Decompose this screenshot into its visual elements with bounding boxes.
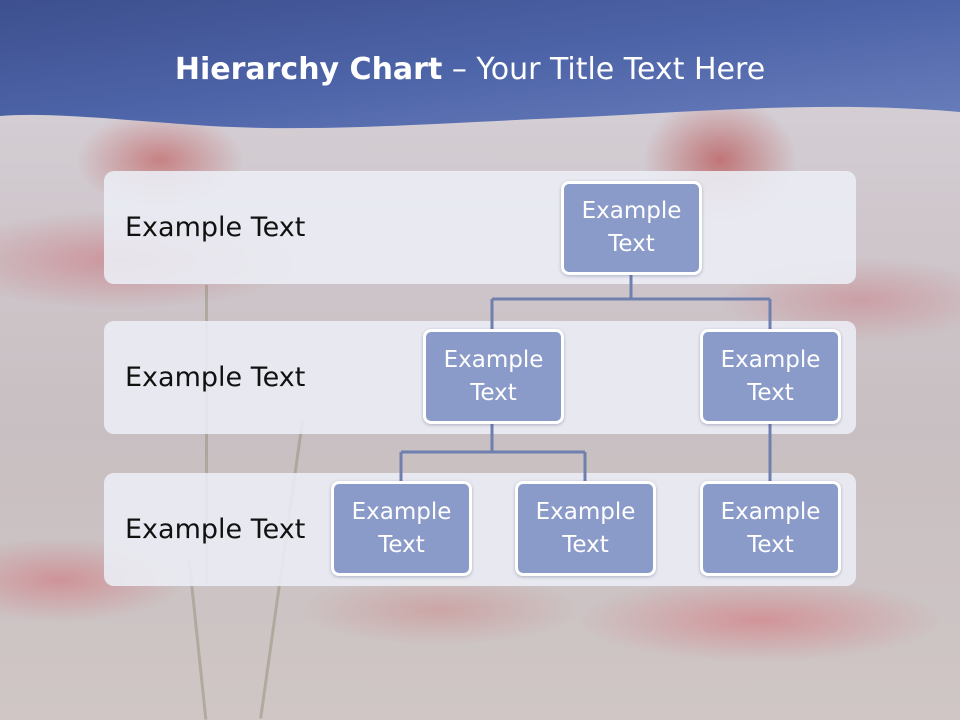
node-root[interactable]: Example Text	[561, 181, 702, 275]
node-level2-right[interactable]: Example Text	[700, 329, 841, 424]
node-level2-right-label: Example Text	[720, 346, 821, 406]
level-band-1: Example Text	[104, 171, 856, 284]
node-level2-left[interactable]: Example Text	[423, 329, 564, 424]
title-banner	[0, 0, 960, 140]
node-root-label: Example Text	[581, 198, 682, 257]
node-level3-b[interactable]: Example Text	[515, 481, 656, 576]
node-level3-b-label: Example Text	[535, 498, 636, 558]
node-level2-left-label: Example Text	[443, 346, 544, 406]
page-title: Hierarchy Chart – Your Title Text Here	[0, 52, 940, 87]
level-label-1: Example Text	[125, 212, 306, 243]
node-level3-a-label: Example Text	[351, 498, 452, 558]
level-label-3: Example Text	[125, 514, 306, 545]
level-label-2: Example Text	[125, 362, 306, 393]
node-level3-c[interactable]: Example Text	[700, 481, 841, 576]
title-bold: Hierarchy Chart	[174, 52, 443, 87]
node-level3-c-label: Example Text	[720, 498, 821, 558]
node-level3-a[interactable]: Example Text	[331, 481, 472, 576]
title-rest: – Your Title Text Here	[442, 52, 766, 87]
